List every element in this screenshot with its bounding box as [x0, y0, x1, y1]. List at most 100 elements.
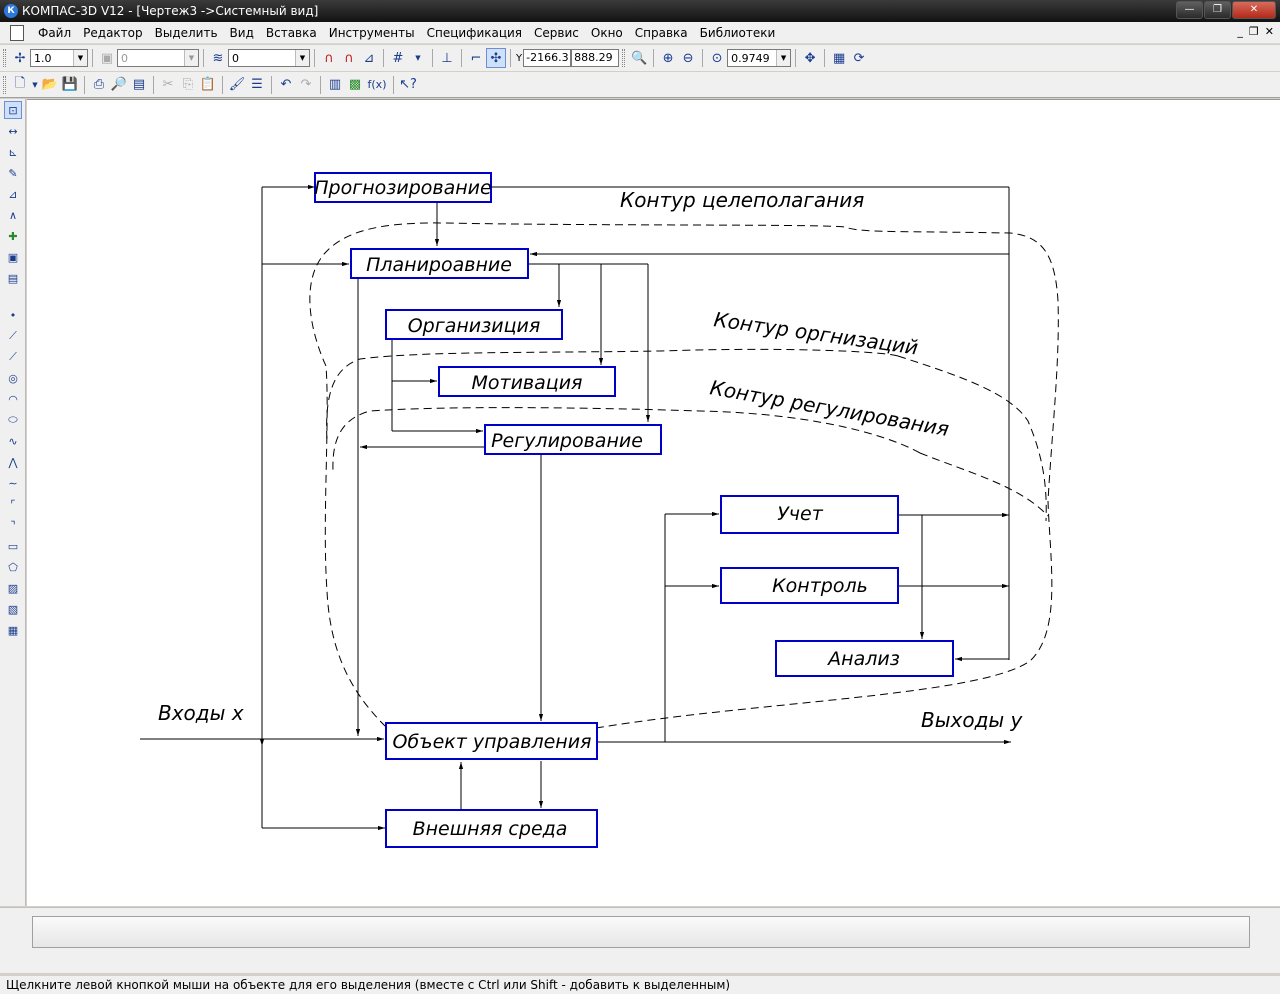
menu-select[interactable]: Выделить — [154, 25, 218, 40]
geometry-panel-icon[interactable]: ⊡ — [4, 101, 22, 119]
new-document-icon[interactable]: 🗋 — [14, 75, 26, 91]
zoom-combo[interactable]: 0.9749▼ — [727, 49, 792, 67]
spec-panel-icon[interactable]: ▤ — [7, 271, 19, 285]
manager-icon[interactable]: ▥ — [328, 77, 342, 92]
document-icon[interactable] — [10, 24, 24, 41]
block-organization[interactable]: Организиция — [385, 309, 563, 340]
close-button[interactable]: ✕ — [1232, 1, 1276, 19]
minimize-button[interactable]: — — [1176, 1, 1203, 19]
ellipse-icon[interactable]: ⬭ — [8, 413, 18, 426]
step-combo[interactable]: 1.0▼ — [30, 49, 88, 67]
chamfer-icon[interactable]: ⌝ — [10, 518, 16, 532]
layers-icon[interactable]: ≋ — [212, 50, 224, 66]
aux-line-icon[interactable]: ⟋ — [9, 329, 17, 342]
cut-icon[interactable]: ✂ — [162, 77, 174, 92]
block-control[interactable]: Контроль — [720, 567, 899, 604]
maximize-button[interactable]: ❐ — [1204, 1, 1231, 19]
chevron-down-icon[interactable]: ▼ — [32, 80, 38, 89]
point-icon[interactable]: • — [9, 308, 17, 322]
menu-view[interactable]: Вид — [229, 25, 254, 40]
help-arrow-icon[interactable]: ↖? — [399, 77, 417, 92]
menu-editor[interactable]: Редактор — [83, 25, 143, 40]
style-combo[interactable]: 0▼ — [228, 49, 310, 67]
print-preview-icon[interactable]: 🔎 — [110, 77, 128, 92]
doc-minimize-button[interactable]: _ — [1237, 25, 1243, 38]
menu-tools[interactable]: Инструменты — [328, 25, 415, 40]
bezier-icon[interactable]: ∼ — [8, 476, 18, 490]
layer-state-icon[interactable]: ▣ — [100, 50, 114, 66]
kompas-app-icon[interactable]: К — [4, 4, 18, 18]
ortho-icon[interactable]: ⊿ — [363, 50, 375, 66]
contour-icon[interactable]: ▧ — [7, 602, 19, 616]
designation-panel-icon[interactable]: ⊾ — [8, 145, 18, 159]
zoom-scale-icon[interactable]: ⊙ — [711, 50, 723, 66]
rectangle-icon[interactable]: ▭ — [7, 539, 19, 553]
toolbar-grip[interactable] — [3, 75, 6, 94]
block-control-object[interactable]: Объект управления — [385, 722, 598, 760]
redo-icon[interactable]: ↷ — [300, 77, 312, 92]
local-cs-icon[interactable]: ⊥ — [441, 50, 453, 66]
block-motivation[interactable]: Мотивация — [438, 366, 616, 397]
polyline-icon[interactable]: ⋀ — [8, 455, 18, 469]
associative-views-icon[interactable]: ▣ — [7, 250, 19, 264]
segment-icon[interactable]: ⟋ — [9, 350, 17, 363]
doc-close-button[interactable]: ✕ — [1264, 25, 1274, 38]
pan-icon[interactable]: ✥ — [804, 50, 816, 66]
block-accounting[interactable]: Учет — [720, 495, 899, 534]
coord-x-field[interactable]: -2166.3 — [523, 49, 572, 67]
block-planning[interactable]: Планироавние — [350, 248, 529, 279]
zoom-in-icon[interactable]: ⊕ — [662, 50, 674, 66]
collect-icon[interactable]: ▦ — [7, 623, 19, 637]
ortho-mode-icon[interactable]: ⌐ — [470, 50, 482, 66]
circle-icon[interactable]: ◎ — [8, 371, 18, 385]
parametrization-panel-icon[interactable]: ⊿ — [8, 187, 18, 201]
block-analysis[interactable]: Анализ — [775, 640, 954, 677]
arc-icon[interactable]: ◠ — [8, 392, 18, 406]
command-line-area[interactable] — [32, 916, 1250, 948]
paste-icon[interactable]: 📋 — [199, 77, 217, 92]
hatch-icon[interactable]: ▨ — [7, 581, 19, 595]
save-icon[interactable]: 💾 — [61, 77, 79, 92]
toolbar-grip[interactable] — [622, 49, 626, 67]
menu-specification[interactable]: Спецификация — [426, 25, 523, 40]
zoom-window-icon[interactable]: 🔍 — [631, 50, 648, 66]
show-all-icon[interactable]: ▦ — [832, 50, 846, 66]
undo-icon[interactable]: ↶ — [280, 77, 292, 92]
step-cursor-icon[interactable]: ✢ — [14, 50, 26, 66]
library-manager-icon[interactable]: ▩ — [348, 77, 362, 92]
menu-service[interactable]: Сервис — [534, 25, 579, 40]
measure-panel-icon[interactable]: ∧ — [8, 208, 18, 222]
round-mode-icon[interactable]: ✣ — [486, 48, 506, 68]
diagram-svg[interactable]: Прогнозирование Планироавние Организиция… — [27, 100, 1280, 907]
block-regulation[interactable]: Регулирование — [484, 424, 662, 455]
menu-file[interactable]: Файл — [38, 25, 72, 40]
properties-icon[interactable]: ☰ — [251, 77, 263, 92]
variables-icon[interactable]: f(x) — [367, 78, 387, 91]
local-snap-icon[interactable]: ∩ — [344, 50, 354, 66]
copy-icon[interactable]: ⎘ — [182, 77, 194, 92]
open-folder-icon[interactable]: 📂 — [41, 77, 59, 92]
menu-window[interactable]: Окно — [590, 25, 623, 40]
print-icon[interactable]: ⎙ — [93, 77, 105, 92]
menu-insert[interactable]: Вставка — [265, 25, 317, 40]
toolbar-grip[interactable] — [3, 49, 6, 67]
fillet-icon[interactable]: ⌜ — [10, 497, 16, 511]
menu-libraries[interactable]: Библиотеки — [699, 25, 776, 40]
dimensions-panel-icon[interactable]: ↔ — [8, 124, 18, 138]
preview-icon[interactable]: ▤ — [132, 77, 146, 92]
doc-restore-button[interactable]: ❐ — [1248, 25, 1259, 38]
drawing-canvas[interactable]: Прогнозирование Планироавние Организиция… — [27, 99, 1280, 906]
edit-panel-icon[interactable]: ✎ — [8, 166, 18, 180]
coord-y-field[interactable]: 888.29 — [571, 49, 620, 67]
menu-help[interactable]: Справка — [634, 25, 688, 40]
format-brush-icon[interactable]: 🖌 — [228, 77, 246, 92]
refresh-icon[interactable]: ⟳ — [853, 50, 865, 66]
snap-magnet-icon[interactable]: ∩ — [324, 50, 334, 66]
block-environment[interactable]: Внешняя среда — [385, 809, 598, 848]
block-forecast[interactable]: Прогнозирование — [314, 172, 492, 203]
polygon-icon[interactable]: ⬠ — [8, 560, 18, 574]
layer-combo[interactable]: 0▼ — [117, 49, 199, 67]
chevron-down-icon[interactable]: ▼ — [415, 54, 421, 62]
select-panel-icon[interactable]: ✚ — [8, 229, 18, 243]
grid-icon[interactable]: # — [392, 50, 404, 66]
